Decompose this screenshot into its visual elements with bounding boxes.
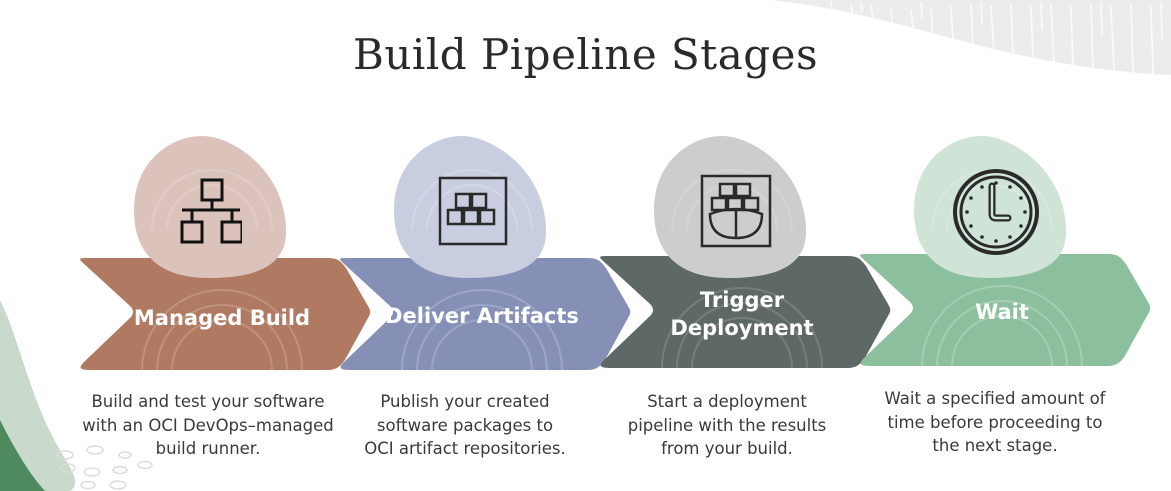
stage-description: Wait a specified amount of time before p… [884,389,1106,455]
page-title: Build Pipeline Stages [352,30,819,79]
stage-title: Trigger Deployment [670,288,814,340]
stage-wait: Wait [852,130,1152,380]
stage-title: Wait [975,300,1029,324]
artifact-boxes-icon [438,176,508,246]
clock-icon [953,169,1039,255]
stage-trigger-deployment: Trigger Deployment [592,130,892,380]
stage-title: Deliver Artifacts [385,304,579,328]
ship-containers-icon [700,174,772,248]
stage-managed-build: Managed Build [72,130,372,380]
network-hierarchy-icon [180,178,242,244]
stage-description: Publish your created software packages t… [364,392,566,458]
stage-chevron-shape [340,136,631,371]
decorative-swoosh-bottom-left [0,300,153,491]
stage-chevron-shape [80,136,371,371]
decorative-texture-top [771,0,1171,75]
stage-deliver-artifacts: Deliver Artifacts [332,130,632,380]
stage-title: Managed Build [133,306,311,330]
stage-description: Start a deployment pipeline with the res… [627,392,827,458]
stage-description: Build and test your software with an OCI… [82,392,334,458]
stage-chevron-shape [600,136,891,369]
